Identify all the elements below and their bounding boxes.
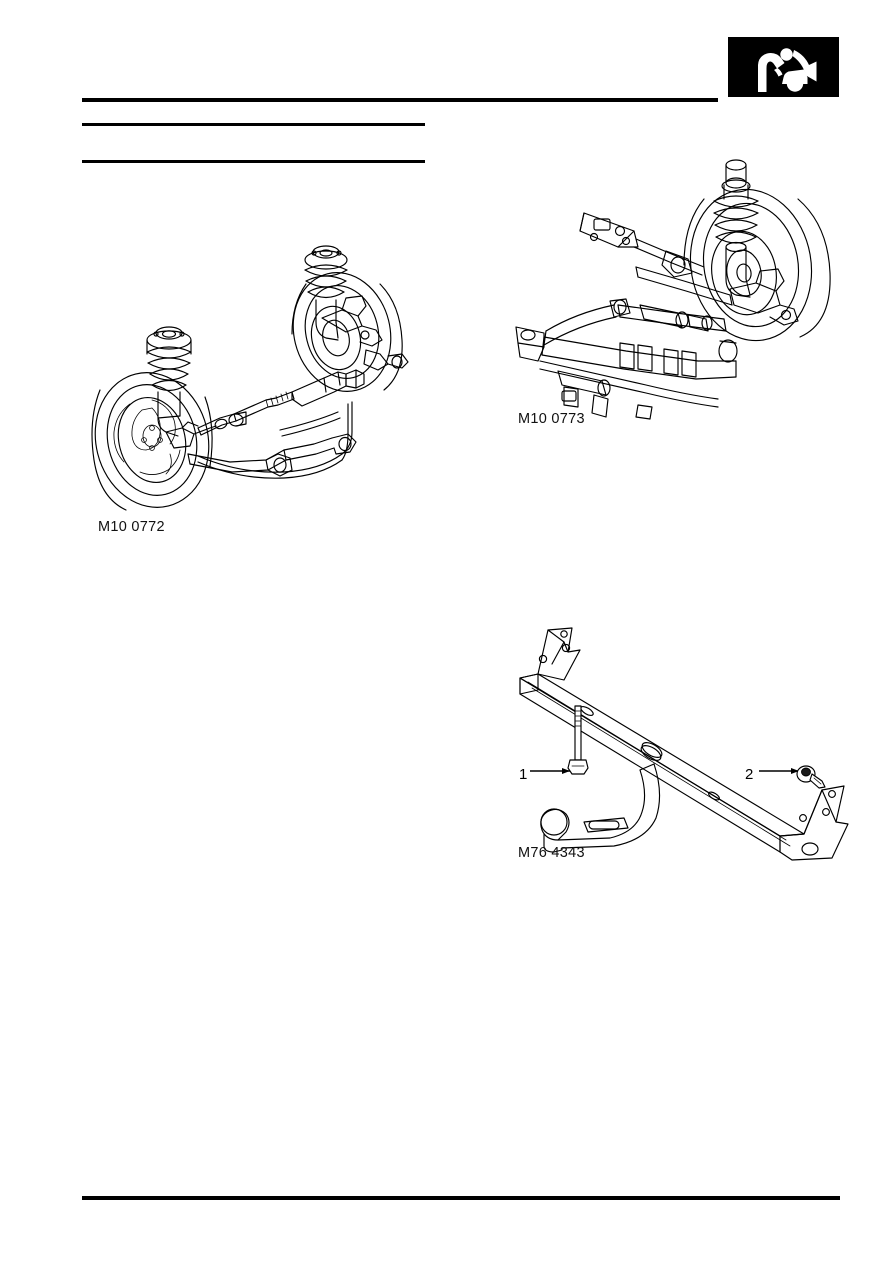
callout-number-2: 2 xyxy=(745,766,754,783)
figure-rear-suspension xyxy=(498,155,868,420)
header-rule-tertiary xyxy=(82,160,425,163)
figure-tow-bar xyxy=(492,608,874,870)
callout-2-leader xyxy=(759,768,799,774)
figure-caption-rear-suspension: M10 0773 xyxy=(518,411,585,427)
figure-caption-tow-bar: M76 4343 xyxy=(518,845,585,861)
mechanic-vehicle-icon xyxy=(728,37,839,97)
callout-1-leader xyxy=(530,768,570,774)
figure-front-suspension xyxy=(70,222,420,522)
header-rule-primary xyxy=(82,98,718,102)
header-rule-secondary xyxy=(82,123,425,126)
figure-caption-front-suspension: M10 0772 xyxy=(98,519,165,535)
callout-number-1: 1 xyxy=(519,766,528,783)
footer-rule xyxy=(82,1196,840,1200)
bolt-washer-item-2 xyxy=(796,765,826,789)
bolt-item-1 xyxy=(567,705,589,775)
